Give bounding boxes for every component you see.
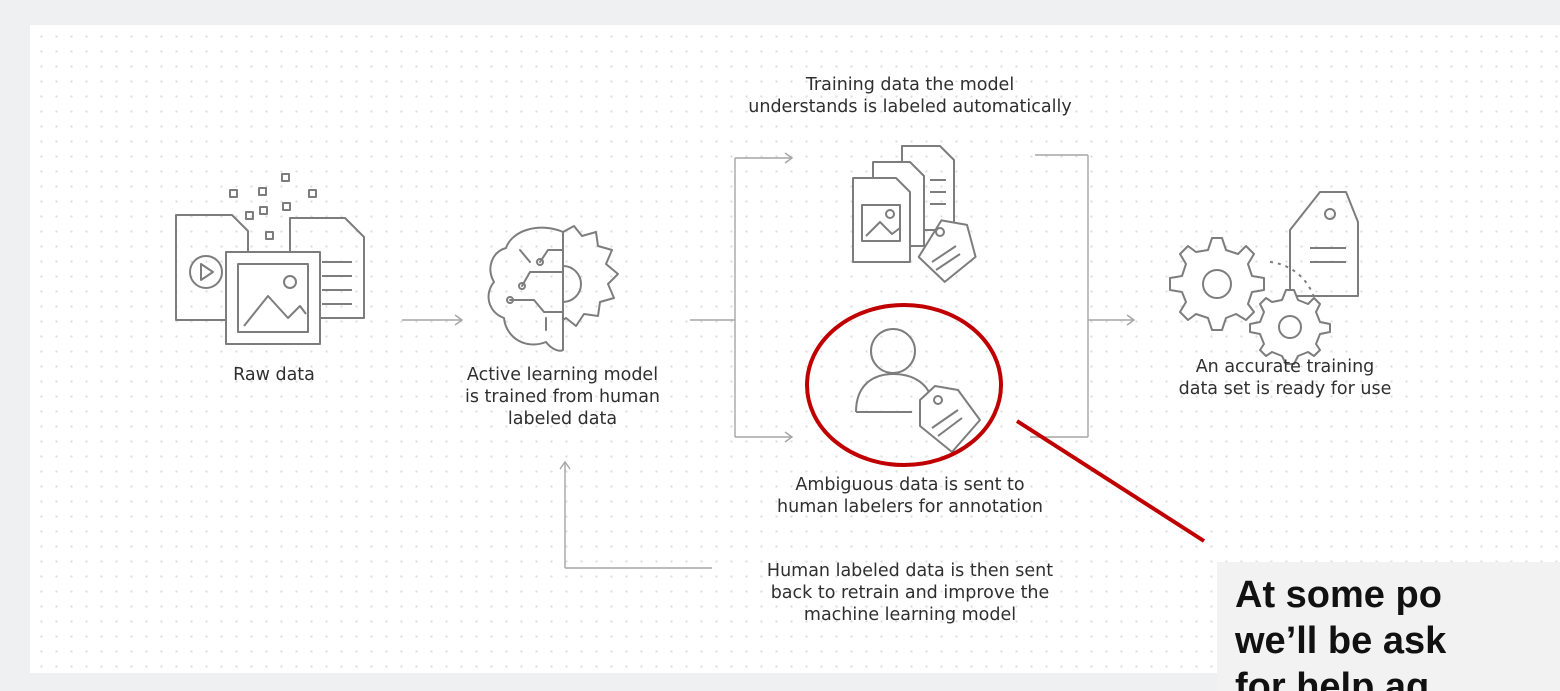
human-labelers-caption: Ambiguous data is sent to human labelers… bbox=[740, 474, 1080, 518]
auto-labeled-caption-line-2: understands is labeled automatically bbox=[748, 97, 1072, 117]
raw-data-caption: Raw data bbox=[204, 364, 344, 386]
callout-pointer bbox=[1015, 419, 1206, 543]
flow-lines bbox=[402, 152, 1136, 569]
retrain-caption: Human labeled data is then sent back to … bbox=[720, 560, 1100, 626]
arrowhead-raw bbox=[454, 314, 464, 326]
highlight-ellipse bbox=[805, 303, 1003, 467]
arrowhead-feedback bbox=[559, 460, 571, 470]
callout-line-2: we’ll be ask bbox=[1235, 620, 1447, 662]
accurate-set-caption-line-2: data set is ready for use bbox=[1178, 379, 1392, 399]
auto-labeled-caption-line-1: Training data the model bbox=[805, 75, 1015, 95]
callout-text: At some po we’ll be ask for help ag bbox=[1235, 572, 1446, 691]
active-learning-caption-line-3: labeled data bbox=[507, 409, 618, 429]
gears-tag-icon bbox=[1169, 191, 1359, 365]
accurate-set-caption: An accurate training data set is ready f… bbox=[1145, 356, 1425, 400]
human-labelers-caption-line-1: Ambiguous data is sent to bbox=[795, 475, 1025, 495]
retrain-caption-line-1: Human labeled data is then sent bbox=[766, 561, 1054, 581]
callout-box: At some po we’ll be ask for help ag bbox=[1217, 562, 1560, 691]
callout-line-3: for help ag bbox=[1235, 666, 1430, 691]
person-tag-icon bbox=[855, 328, 981, 453]
callout-line-1: At some po bbox=[1235, 574, 1442, 616]
active-learning-caption: Active learning model is trained from hu… bbox=[440, 364, 685, 430]
human-labelers-caption-line-2: human labelers for annotation bbox=[777, 497, 1043, 517]
active-learning-caption-line-1: Active learning model bbox=[466, 365, 659, 385]
auto-labeled-caption: Training data the model understands is l… bbox=[700, 74, 1120, 118]
documents-media-icon bbox=[175, 173, 365, 345]
retrain-caption-line-3: machine learning model bbox=[803, 605, 1017, 625]
arrowhead-auto bbox=[784, 152, 794, 164]
arrowhead-human bbox=[784, 431, 794, 443]
active-learning-caption-line-2: is trained from human bbox=[464, 387, 661, 407]
accurate-set-caption-line-1: An accurate training bbox=[1195, 357, 1375, 377]
labeled-documents-icon bbox=[852, 145, 977, 283]
raw-data-caption-line: Raw data bbox=[233, 365, 315, 385]
retrain-caption-line-2: back to retrain and improve the bbox=[770, 583, 1050, 603]
arrowhead-output bbox=[1126, 314, 1136, 326]
brain-gear-icon bbox=[487, 225, 619, 352]
